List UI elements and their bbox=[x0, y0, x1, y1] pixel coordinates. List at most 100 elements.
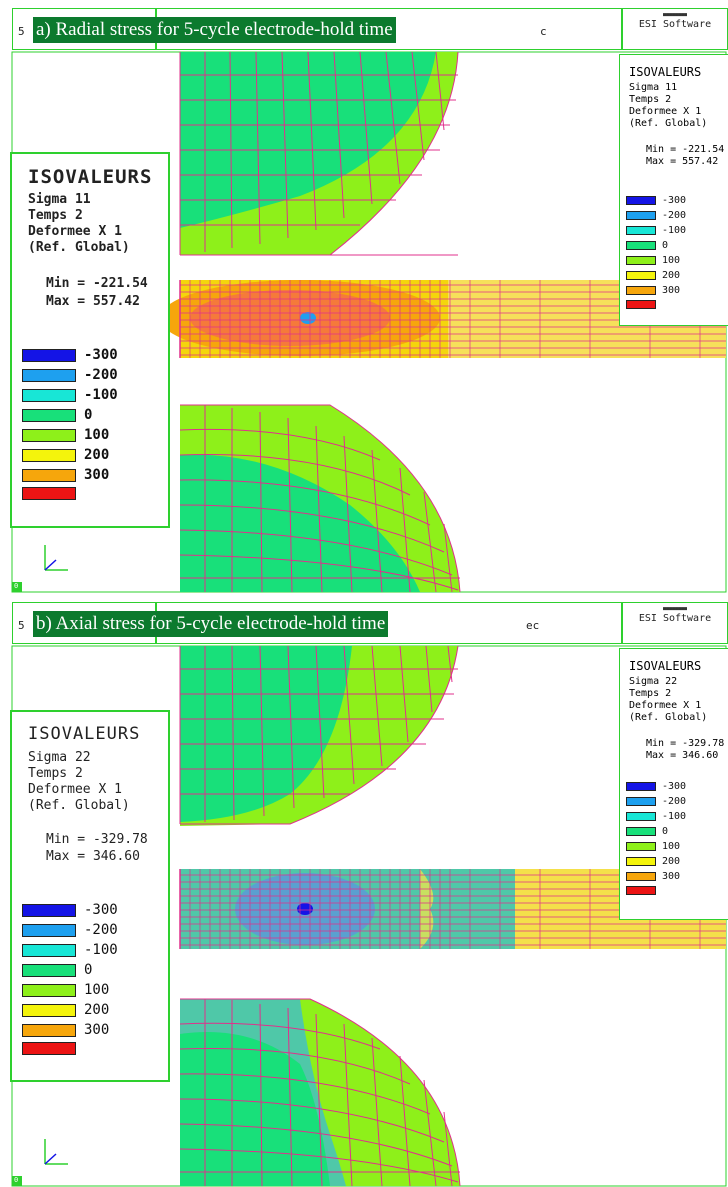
legend-level: -300 bbox=[22, 347, 118, 363]
level-label: -200 bbox=[662, 796, 687, 807]
legend-max: Max = 557.42 bbox=[646, 156, 719, 167]
level-label: -300 bbox=[662, 781, 687, 792]
legend-level: -100 bbox=[626, 811, 686, 822]
header-stub-left: 5 bbox=[18, 25, 25, 38]
legend-min: Min = -329.78 bbox=[646, 738, 725, 749]
swatch-orange bbox=[22, 1023, 76, 1037]
esi-brand: ESI Software bbox=[638, 19, 712, 30]
legend-level: -300 bbox=[22, 902, 118, 918]
legend-title: ISOVALEURS bbox=[629, 659, 702, 673]
corner-marker: 0 bbox=[12, 1176, 22, 1186]
swatch-lightblue bbox=[626, 797, 656, 806]
figure-caption: b) Axial stress for 5-cycle electrode-ho… bbox=[33, 611, 389, 637]
legend-level: 300 bbox=[626, 871, 680, 882]
figure-caption: a) Radial stress for 5-cycle electrode-h… bbox=[33, 17, 396, 43]
legend-quantity: Sigma 22 bbox=[629, 676, 678, 687]
level-label: -100 bbox=[662, 811, 687, 822]
lower-electrode bbox=[179, 404, 461, 593]
panel-radial-stress: 5 c ■■■■■■■■ ESI Software a) Radial stre… bbox=[0, 0, 728, 593]
isovalue-legend-small: ISOVALEURS Sigma 22 Temps 2 Deformee X 1… bbox=[619, 648, 728, 920]
legend-reference: (Ref. Global) bbox=[28, 240, 130, 255]
legend-level: -300 bbox=[626, 781, 686, 792]
swatch-lightblue bbox=[22, 368, 76, 382]
swatch-lime bbox=[626, 256, 656, 265]
legend-deformation: Deformee X 1 bbox=[28, 224, 122, 239]
level-label: -200 bbox=[662, 210, 687, 221]
swatch-red bbox=[22, 1042, 76, 1055]
legend-level: 300 bbox=[22, 1022, 109, 1038]
legend-max: Max = 346.60 bbox=[46, 849, 140, 864]
legend-min: Min = -221.54 bbox=[646, 144, 725, 155]
header-stub-right: ec bbox=[526, 619, 540, 632]
level-label: 200 bbox=[84, 447, 110, 463]
level-label: -200 bbox=[84, 367, 118, 383]
legend-title: ISOVALEURS bbox=[28, 166, 153, 188]
legend-level bbox=[626, 886, 656, 895]
level-label: 0 bbox=[84, 962, 93, 978]
swatch-lime bbox=[22, 983, 76, 997]
level-label: 200 bbox=[662, 856, 681, 867]
level-label: -100 bbox=[84, 387, 118, 403]
swatch-lime bbox=[626, 842, 656, 851]
swatch-yellow bbox=[22, 1003, 76, 1017]
level-label: -100 bbox=[84, 942, 118, 958]
upper-electrode bbox=[179, 645, 459, 826]
level-label: 300 bbox=[84, 467, 110, 483]
axis-triad bbox=[44, 1139, 68, 1165]
level-label: 0 bbox=[662, 240, 669, 251]
level-label: 100 bbox=[662, 255, 681, 266]
isovalue-legend-large: ISOVALEURS Sigma 11 Temps 2 Deformee X 1… bbox=[10, 152, 170, 528]
legend-level: 200 bbox=[22, 447, 109, 463]
panel-axial-stress: 5 ec ■■■■■■■■ ESI Software b) Axial stre… bbox=[0, 594, 728, 1187]
level-label: 300 bbox=[662, 285, 681, 296]
swatch-lightblue bbox=[22, 923, 76, 937]
swatch-green bbox=[626, 241, 656, 250]
legend-level: 100 bbox=[626, 255, 680, 266]
legend-deformation: Deformee X 1 bbox=[629, 106, 702, 117]
corner-marker: 0 bbox=[12, 582, 22, 592]
legend-time: Temps 2 bbox=[28, 766, 83, 781]
swatch-blue bbox=[22, 348, 76, 362]
legend-level bbox=[22, 1042, 76, 1055]
swatch-cyan bbox=[22, 388, 76, 402]
legend-min: Min = -221.54 bbox=[46, 276, 148, 291]
isovalue-legend-large: ISOVALEURS Sigma 22 Temps 2 Deformee X 1… bbox=[10, 710, 170, 1082]
swatch-orange bbox=[626, 872, 656, 881]
swatch-yellow bbox=[626, 857, 656, 866]
legend-level: -100 bbox=[22, 942, 118, 958]
legend-reference: (Ref. Global) bbox=[629, 712, 708, 723]
level-label: -300 bbox=[662, 195, 687, 206]
level-label: 0 bbox=[84, 407, 93, 423]
swatch-orange bbox=[22, 468, 76, 482]
legend-quantity: Sigma 11 bbox=[629, 82, 678, 93]
legend-level: 300 bbox=[626, 285, 680, 296]
level-label: 0 bbox=[662, 826, 669, 837]
legend-level: 0 bbox=[626, 240, 668, 251]
legend-time: Temps 2 bbox=[629, 688, 672, 699]
legend-level bbox=[22, 487, 76, 500]
sheet-band bbox=[179, 869, 726, 949]
legend-deformation: Deformee X 1 bbox=[629, 700, 702, 711]
axis-triad bbox=[44, 545, 68, 571]
legend-level: -100 bbox=[22, 387, 118, 403]
swatch-blue bbox=[626, 782, 656, 791]
swatch-green bbox=[22, 963, 76, 977]
upper-electrode bbox=[179, 51, 459, 256]
legend-level: -200 bbox=[22, 922, 118, 938]
header-stub-left: 5 bbox=[18, 619, 25, 632]
header-stub-right: c bbox=[540, 25, 547, 38]
swatch-green bbox=[626, 827, 656, 836]
level-label: -300 bbox=[84, 902, 118, 918]
legend-max: Max = 346.60 bbox=[646, 750, 719, 761]
swatch-red bbox=[22, 487, 76, 500]
legend-deformation: Deformee X 1 bbox=[28, 782, 122, 797]
legend-level: 200 bbox=[626, 270, 680, 281]
legend-level: 0 bbox=[22, 962, 92, 978]
level-label: 100 bbox=[662, 841, 681, 852]
legend-title: ISOVALEURS bbox=[28, 724, 141, 744]
legend-quantity: Sigma 11 bbox=[28, 192, 91, 207]
lower-electrode bbox=[179, 998, 461, 1187]
swatch-cyan bbox=[626, 812, 656, 821]
legend-level: -200 bbox=[626, 796, 686, 807]
fe-mesh-plot bbox=[11, 645, 727, 1187]
